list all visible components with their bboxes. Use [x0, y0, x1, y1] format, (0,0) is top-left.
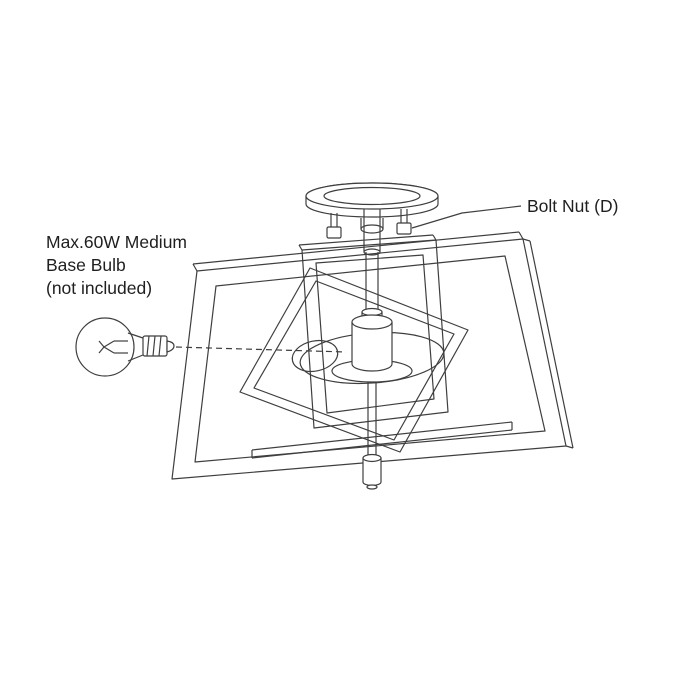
bulb-screw-base: [142, 335, 175, 357]
bulb-socket-assembly: [291, 307, 445, 385]
bottom-finial: [362, 453, 382, 490]
bolt-nut-left: [326, 213, 342, 239]
cage-inner-frame-vertical: [298, 234, 449, 429]
bulb-neck: [127, 332, 144, 362]
bottom-crossbar: [251, 421, 513, 459]
bulb-note-line-3: (not included): [46, 278, 152, 298]
bolt-nut-label: Bolt Nut (D): [527, 196, 618, 216]
lower-rod: [367, 382, 377, 457]
cage-inner-frame-diagonal: [239, 267, 469, 453]
cage-outer-frame: [171, 231, 574, 480]
bolt-nut-leader-line: [411, 205, 522, 229]
canopy: [305, 182, 439, 218]
bulb-base-tip: [166, 340, 175, 353]
socket-loop: [291, 339, 339, 373]
bulb-filament: [98, 340, 128, 354]
center-rod: [365, 252, 379, 316]
bulb-note-line-2: Base Bulb: [46, 255, 126, 275]
alignment-dashed-line: [175, 346, 347, 353]
light-bulb: [75, 317, 175, 377]
socket-body: [351, 321, 393, 372]
bulb-note: Max.60W Medium Base Bulb (not included): [46, 232, 187, 298]
line-art-root: Bolt Nut (D) Max.60W Medium Base Bulb (n…: [46, 182, 618, 490]
bulb-note-line-1: Max.60W Medium: [46, 232, 187, 252]
bolt-nut-right: [396, 209, 412, 235]
